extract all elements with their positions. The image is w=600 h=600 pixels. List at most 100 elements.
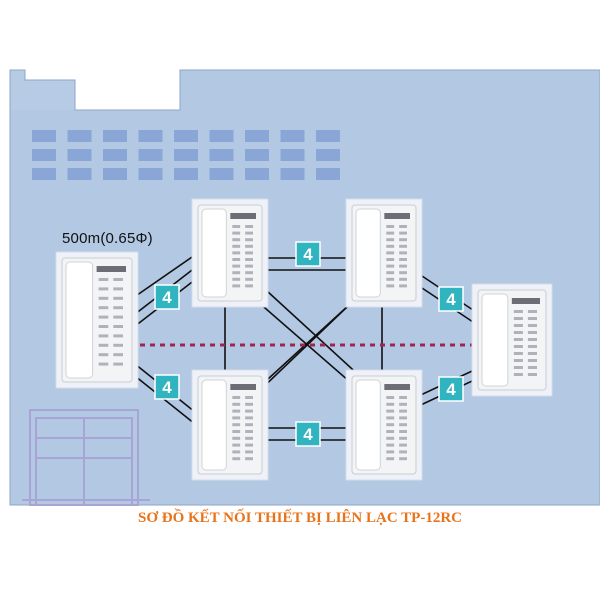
keypad-button <box>399 277 407 281</box>
keypad-button <box>399 251 407 255</box>
window <box>103 168 127 180</box>
window <box>67 168 92 180</box>
keypad-button <box>245 430 253 433</box>
window <box>138 130 163 142</box>
keypad-button <box>386 396 395 399</box>
keypad-button <box>245 271 253 275</box>
keypad-button <box>232 402 241 406</box>
entrance-door <box>22 409 150 506</box>
keypad-button <box>113 315 123 319</box>
handset <box>355 208 381 298</box>
keypad-button <box>113 362 123 366</box>
building-tower <box>9 69 76 110</box>
keypad-button <box>527 317 537 320</box>
window <box>316 168 340 180</box>
intercom-unit-bottom-right <box>345 369 423 481</box>
keypad-button <box>527 373 537 376</box>
keypad-button <box>527 324 537 327</box>
keypad-button <box>245 284 253 288</box>
keypad-button <box>245 402 253 406</box>
keypad-button <box>386 430 395 433</box>
keypad-button <box>245 409 253 413</box>
keypad-button <box>513 310 523 313</box>
keypad-button <box>513 331 523 334</box>
keypad-button <box>399 443 407 447</box>
keypad-button <box>113 278 123 281</box>
keypad-button <box>232 409 241 413</box>
keypad-button <box>513 366 523 369</box>
keypad-button <box>98 306 109 310</box>
diagram-caption: SƠ ĐỒ KẾT NỐI THIẾT BỊ LIÊN LẠC TP-12RC <box>138 510 462 526</box>
svg-text:4: 4 <box>446 290 456 309</box>
keypad-button <box>527 338 537 341</box>
wire-count-badge: 4 <box>154 374 180 400</box>
svg-text:4: 4 <box>162 378 172 397</box>
window <box>209 168 234 180</box>
window <box>174 149 198 161</box>
keypad-button <box>245 443 253 447</box>
keypad-button <box>232 436 241 440</box>
keypad-button <box>386 251 395 255</box>
display-strip <box>384 384 410 390</box>
window <box>209 149 234 161</box>
wire-count-badge: 4 <box>154 284 180 310</box>
keypad-button <box>386 457 395 461</box>
keypad-button <box>386 271 395 275</box>
keypad-button <box>399 284 407 288</box>
keypad-button <box>399 264 407 268</box>
handset <box>201 379 227 471</box>
keypad-button <box>232 396 241 399</box>
window <box>67 130 92 142</box>
keypad-button <box>232 284 241 288</box>
intercom-unit-top-left <box>191 198 269 308</box>
intercom-unit-left <box>55 251 139 389</box>
intercom-unit-top-right <box>345 198 423 308</box>
keypad-button <box>245 251 253 255</box>
handset <box>481 293 509 387</box>
keypad-button <box>232 231 241 235</box>
wire-count-badge: 4 <box>295 241 321 267</box>
intercom-unit-bottom-left <box>191 369 269 481</box>
keypad-button <box>98 315 109 319</box>
intercom-unit-right <box>471 283 553 397</box>
keypad-button <box>232 457 241 461</box>
keypad-button <box>399 409 407 413</box>
keypad-button <box>527 352 537 355</box>
handset <box>355 379 381 471</box>
keypad-button <box>245 457 253 461</box>
keypad-button <box>386 416 395 420</box>
keypad-button <box>245 450 253 454</box>
window <box>138 149 163 161</box>
keypad-button <box>386 436 395 440</box>
keypad-button <box>527 359 537 362</box>
distance-label: 500m(0.65Φ) <box>62 230 153 247</box>
display-strip <box>230 384 256 390</box>
keypad-button <box>232 271 241 275</box>
keypad-button <box>386 238 395 242</box>
svg-text:4: 4 <box>446 380 456 399</box>
window <box>103 130 127 142</box>
intercom-units <box>55 198 553 481</box>
keypad-button <box>386 258 395 261</box>
keypad-button <box>399 402 407 406</box>
keypad-button <box>399 436 407 440</box>
keypad-button <box>98 353 109 357</box>
keypad-button <box>513 324 523 327</box>
window <box>316 149 340 161</box>
keypad-button <box>245 396 253 399</box>
keypad-button <box>513 352 523 355</box>
keypad-button <box>527 366 537 369</box>
keypad-button <box>98 325 109 328</box>
window <box>280 130 305 142</box>
display-strip <box>230 213 256 219</box>
window <box>280 149 305 161</box>
keypad-button <box>113 287 123 291</box>
keypad-button <box>386 423 395 427</box>
keypad-button <box>113 296 123 300</box>
wire-count-badge: 4 <box>438 376 464 402</box>
keypad-button <box>386 409 395 413</box>
keypad-button <box>399 244 407 248</box>
keypad-button <box>245 231 253 235</box>
